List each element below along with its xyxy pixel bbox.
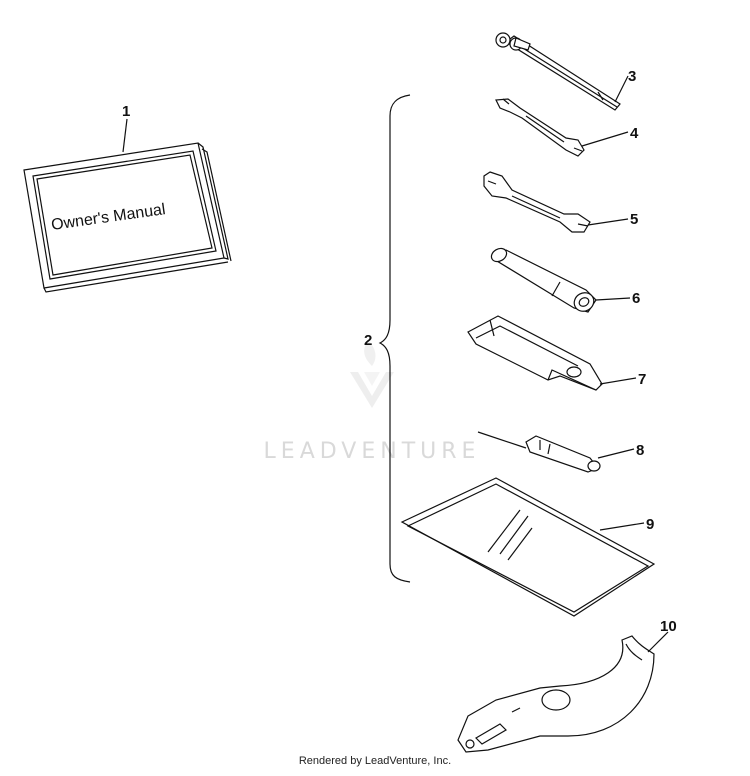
screwdriver [477, 431, 601, 473]
callout-8: 8 [636, 442, 644, 459]
leader-line-9 [599, 522, 645, 531]
leader-line-8 [597, 448, 635, 459]
hook-bracket [457, 635, 655, 753]
open-end-wrench-large [483, 171, 591, 233]
callout-1: 1 [122, 103, 130, 120]
leader-line-7 [599, 377, 637, 385]
open-end-wrench-small [495, 98, 585, 157]
leader-line-4 [581, 131, 629, 147]
leader-line-5 [587, 218, 629, 226]
callout-2: 2 [364, 332, 372, 349]
leader-line-6 [595, 297, 631, 301]
callout-6: 6 [632, 290, 640, 307]
callout-7: 7 [638, 371, 646, 388]
plug-wrench-handle [495, 32, 621, 111]
group-bracket [378, 94, 411, 583]
callout-3: 3 [628, 68, 636, 85]
tool-bag [400, 477, 656, 617]
callout-10: 10 [660, 618, 677, 635]
bracket-tool [467, 315, 603, 391]
watermark-text: LEADVENTURE [264, 439, 481, 464]
watermark-logo [350, 340, 394, 408]
owners-manual: Owner's Manual [23, 142, 232, 293]
leader-line-1 [122, 118, 128, 153]
callout-9: 9 [646, 516, 654, 533]
callout-4: 4 [630, 125, 639, 142]
footer-credit: Rendered by LeadVenture, Inc. [298, 755, 452, 767]
callout-5: 5 [630, 211, 638, 228]
leader-line-3 [614, 75, 629, 103]
box-socket-wrench [490, 247, 597, 313]
leader-line-10 [647, 631, 669, 653]
